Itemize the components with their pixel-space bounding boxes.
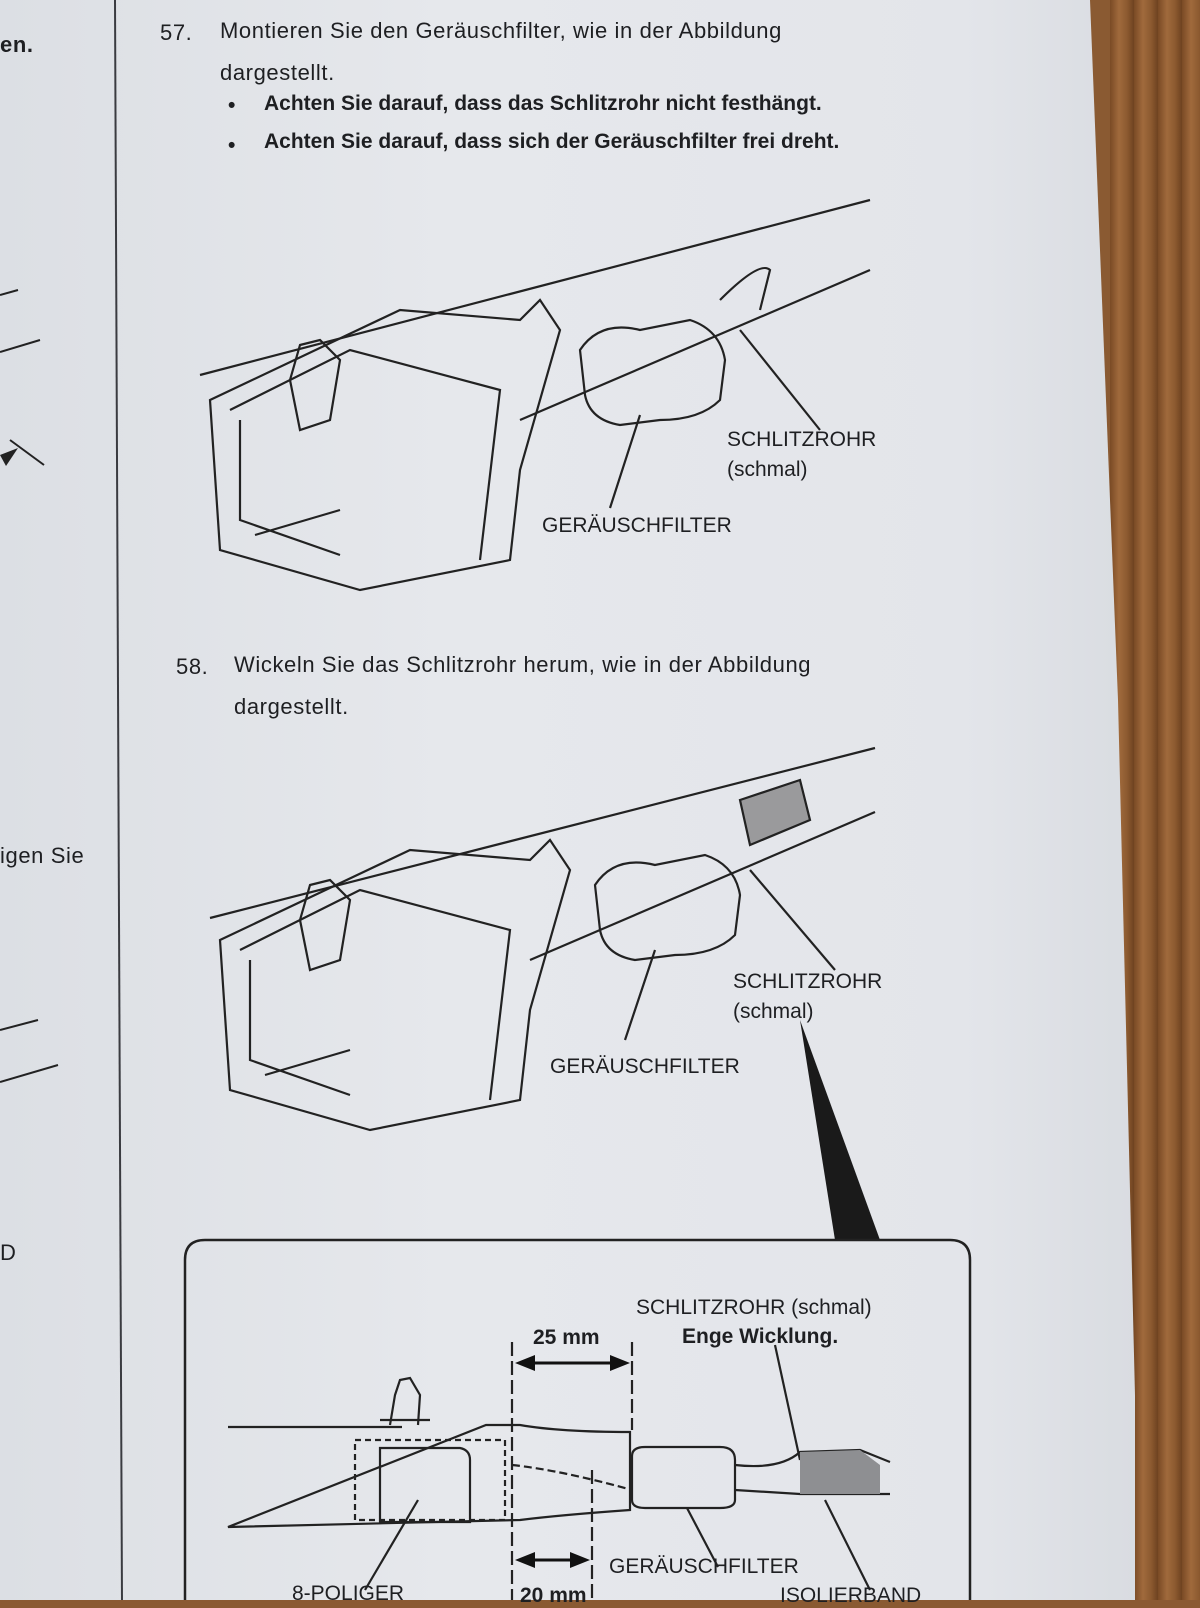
bullet-icon: • xyxy=(228,134,236,157)
detail-diagram xyxy=(183,1238,972,1600)
step-58-illustration xyxy=(209,746,880,1240)
step-57-label-schlitzrohr: SCHLITZROHR xyxy=(727,428,877,451)
detail-label-connector: 8-POLIGER xyxy=(292,1582,405,1605)
dimension-20mm: 20 mm xyxy=(520,1584,587,1607)
step-58-number: 58. xyxy=(176,654,209,679)
step-57-text-line2: dargestellt. xyxy=(220,60,335,85)
step-57-number: 57. xyxy=(160,20,193,45)
step-58-label-schlitzrohr: SCHLITZROHR xyxy=(733,970,883,993)
detail-label-filter: GERÄUSCHFILTER xyxy=(609,1555,799,1578)
margin-diagram-lines xyxy=(0,289,59,1083)
bullet-icon: • xyxy=(228,94,236,117)
margin-fragment: en. xyxy=(0,32,34,57)
margin-fragment: igen Sie xyxy=(0,843,85,868)
step-58-text-line1: Wickeln Sie das Schlitzrohr herum, wie i… xyxy=(234,652,812,677)
detail-label-note: Enge Wicklung. xyxy=(682,1325,839,1348)
callout-pointer xyxy=(800,1020,880,1240)
step-57-bullet: Achten Sie darauf, dass sich der Geräusc… xyxy=(264,130,840,153)
step-57-label-schmal: (schmal) xyxy=(727,458,808,481)
step-58-text-line2: dargestellt. xyxy=(234,694,349,719)
step-57-label-filter: GERÄUSCHFILTER xyxy=(542,514,732,537)
step-57-text-line1: Montieren Sie den Geräuschfilter, wie in… xyxy=(220,18,782,43)
dimension-25mm: 25 mm xyxy=(533,1326,600,1349)
step-57-illustration xyxy=(199,198,871,592)
step-58-label-schmal: (schmal) xyxy=(733,1000,814,1023)
step-58-label-filter: GERÄUSCHFILTER xyxy=(550,1055,740,1078)
margin-fragment: D xyxy=(0,1240,17,1265)
detail-label-tape: ISOLIERBAND xyxy=(780,1584,922,1607)
manual-page xyxy=(0,0,1135,1600)
step-57-bullet: Achten Sie darauf, dass das Schlitzrohr … xyxy=(264,92,822,115)
detail-label-schlitzrohr: SCHLITZROHR (schmal) xyxy=(636,1296,872,1319)
